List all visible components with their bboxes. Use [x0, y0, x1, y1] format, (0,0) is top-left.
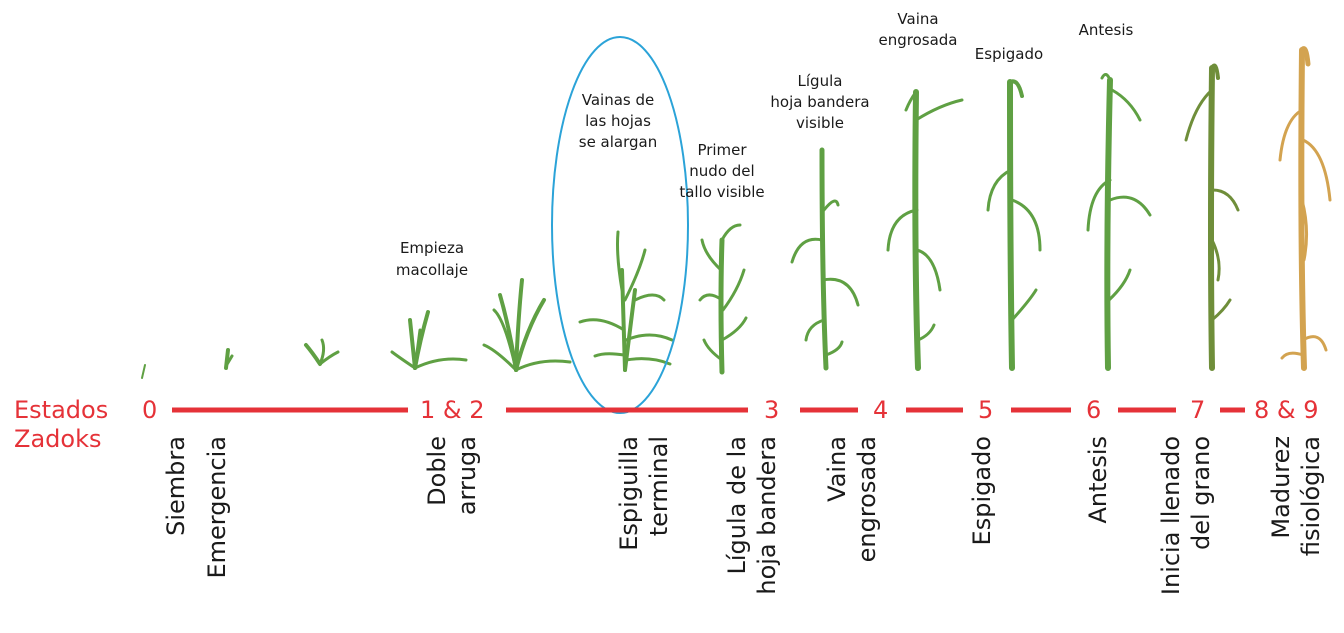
svg-text:hoja bandera: hoja bandera: [770, 93, 869, 111]
svg-text:Vainas de: Vainas de: [582, 91, 655, 109]
svg-text:Primer: Primer: [697, 141, 747, 159]
plant-two-leaves: [306, 340, 338, 364]
bottom-label-line: terminal: [645, 436, 673, 536]
bottom-label-line: Espigado: [968, 436, 996, 545]
top-label-empieza-macollaje: Empieza macollaje: [396, 239, 468, 279]
top-label-ligula-hoja-bandera: Lígula hoja bandera visible: [770, 72, 869, 132]
bottom-label-line: arruga: [453, 436, 481, 515]
svg-text:visible: visible: [796, 114, 844, 132]
bottom-label-line: Madurez: [1267, 436, 1295, 539]
stage-number-5: 5: [978, 396, 993, 424]
bottom-label-antesis: Antesis: [1084, 436, 1112, 523]
svg-text:engrosada: engrosada: [879, 31, 958, 49]
plant-illustrations: [142, 49, 1330, 378]
bottom-label-line: hoja bandera: [753, 436, 781, 595]
plant-macollaje: [392, 312, 466, 368]
svg-text:se alargan: se alargan: [579, 133, 658, 151]
bottom-label-line: engrosada: [853, 436, 881, 562]
plant-espigado: [988, 81, 1040, 368]
svg-text:Vaina: Vaina: [897, 10, 938, 28]
plant-madurez: [1280, 49, 1330, 368]
plant-primer-nudo: [700, 225, 746, 372]
bottom-label-siembra: Siembra: [162, 436, 190, 536]
plant-vainas-alargan: [580, 232, 672, 370]
top-label-vainas-se-alargan: Vainas de las hojas se alargan: [579, 91, 658, 151]
bottom-label-espigado: Espigado: [968, 436, 996, 545]
svg-text:macollaje: macollaje: [396, 261, 468, 279]
bottom-label-line: Inicia llenado: [1157, 436, 1185, 595]
svg-text:Empieza: Empieza: [400, 239, 464, 257]
top-label-antesis: Antesis: [1079, 21, 1134, 39]
svg-text:nudo del: nudo del: [689, 162, 754, 180]
bottom-label-line: Siembra: [162, 436, 190, 536]
bottom-label-line: Vaina: [823, 436, 851, 502]
stage-number-0: 0: [142, 396, 157, 424]
plant-ligula: [792, 150, 858, 368]
bottom-label-line: Doble: [423, 436, 451, 506]
stage-number-7: 7: [1190, 396, 1205, 424]
stage-number-1-2: 1 & 2: [420, 396, 485, 424]
stage-number-4: 4: [873, 396, 888, 424]
plant-siembra: [142, 365, 145, 378]
plant-antesis: [1088, 74, 1150, 368]
axis-label-estados: Estados: [14, 396, 108, 424]
svg-text:Lígula: Lígula: [798, 72, 843, 90]
stage-number-3: 3: [764, 396, 779, 424]
bottom-label-line: Antesis: [1084, 436, 1112, 523]
stage-number-6: 6: [1086, 396, 1101, 424]
top-label-vaina-engrosada: Vaina engrosada: [879, 10, 958, 49]
svg-text:tallo visible: tallo visible: [679, 183, 764, 201]
bottom-label-line: Espiguilla: [615, 436, 643, 551]
bottom-label-line: del grano: [1187, 436, 1215, 550]
plant-inicia-llenado: [1186, 66, 1238, 368]
top-label-primer-nudo: Primer nudo del tallo visible: [679, 141, 764, 201]
bottom-label-line: fisiológica: [1297, 436, 1325, 556]
bottom-label-line: Lígula de la: [723, 436, 751, 575]
top-label-espigado: Espigado: [975, 45, 1043, 63]
axis-label-zadoks: Zadoks: [14, 425, 101, 453]
plant-vaina-engrosada: [888, 92, 962, 368]
bottom-label-emergencia: Emergencia: [203, 436, 231, 579]
svg-text:las hojas: las hojas: [585, 112, 651, 130]
stage-number-8-9: 8 & 9: [1254, 396, 1319, 424]
plant-emergencia: [226, 350, 232, 368]
bottom-label-line: Emergencia: [203, 436, 231, 579]
